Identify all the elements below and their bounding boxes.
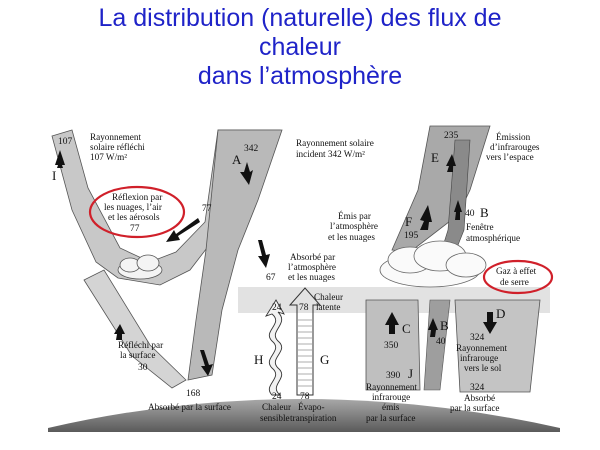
surface-emission-label-2: infrarouge	[372, 392, 410, 402]
arrow-342-down-icon	[240, 162, 253, 185]
arrow-b-up-icon	[428, 318, 438, 337]
emission-space-label-2: d’infrarouges	[490, 142, 540, 152]
absorbed-surface-label: Absorbé par la surface	[148, 402, 231, 412]
d-letter: D	[496, 306, 505, 321]
reflection-value: 77	[130, 224, 140, 234]
arrow-168-down-icon	[200, 350, 213, 376]
latent-heat-label-2: latente	[316, 302, 341, 312]
reflection-side-value: 77	[202, 204, 212, 214]
reflection-label-3: et les aérosols	[108, 212, 160, 222]
window-label-2: atmosphérique	[466, 233, 520, 243]
surface-emission-value: 390	[386, 371, 401, 381]
b-value: 40	[436, 337, 446, 347]
absorbed-ground-label-2: par la surface	[450, 403, 499, 413]
cloud-left-icon	[117, 254, 163, 280]
arrow-surface-up-icon	[114, 324, 125, 340]
sensible-heat-top-value: 24	[272, 303, 282, 313]
reflected-solar-label-3: 107 W/m²	[90, 152, 127, 162]
letter-a: A	[232, 152, 242, 167]
greenhouse-highlight-oval	[482, 259, 554, 295]
sensible-heat-arrow	[264, 299, 285, 396]
back-radiation-beam	[454, 299, 541, 393]
c-letter: C	[402, 321, 411, 336]
back-radiation-label-3: vers le sol	[464, 363, 502, 373]
emitted-atmosphere-label-3: et les nuages	[328, 232, 375, 242]
emitted-atmosphere-label-1: Émis par	[338, 211, 371, 221]
reflected-solar-label-2: solaire réfléchi	[90, 142, 145, 152]
c-value: 350	[384, 341, 399, 351]
emitted-atmosphere-value: 195	[404, 231, 419, 241]
reflection-highlight-oval	[88, 185, 186, 239]
flux-arrows	[55, 150, 497, 376]
emission-space-value: 235	[444, 131, 459, 141]
arrow-107-up-icon	[55, 150, 65, 168]
absorbed-atmosphere-value: 67	[266, 273, 276, 283]
emitted-atmosphere-label-2: l’atmosphère	[330, 221, 378, 231]
latent-heat-top-value: 78	[299, 303, 309, 313]
latent-heat-arrow	[288, 287, 322, 396]
surface-emission-label-4: par la surface	[366, 413, 415, 423]
latent-heat-letter: G	[320, 352, 329, 367]
emission-space-label-1: Émission	[496, 132, 531, 142]
emission-space-label-3: vers l’espace	[486, 152, 534, 162]
back-radiation-label-1: Rayonnement	[456, 343, 507, 353]
latent-heat-label-4: transpiration	[290, 413, 337, 423]
arrow-reflect-icon	[166, 218, 200, 242]
title-line-3: dans l’atmosphère	[197, 62, 403, 90]
surface-emission-beam	[365, 299, 421, 391]
surface-reflection-beam	[83, 269, 187, 389]
surface-emission-label-3: émis	[382, 402, 400, 412]
reflected-surface-value: 30	[138, 363, 148, 373]
back-radiation-value: 324	[470, 333, 485, 343]
earth-surface	[48, 399, 560, 432]
window-label-1: Fenêtre	[466, 222, 494, 232]
reflection-label-1: Réflexion par	[112, 192, 162, 202]
sensible-heat-letter: H	[254, 352, 263, 367]
reflected-surface-label-1: Réfléchi par	[118, 340, 163, 350]
greenhouse-label-1: Gaz à effet	[496, 266, 537, 276]
reflected-surface-label-2: la surface	[120, 350, 155, 360]
surface-emission-label-1: Rayonnement	[366, 382, 417, 392]
reflected-solar-label-1: Rayonnement	[90, 132, 141, 142]
window-value: 40	[465, 209, 475, 219]
b-letter: B	[440, 318, 449, 333]
absorbed-atmosphere-label-2: l’atmosphère	[288, 262, 336, 272]
absorbed-ground-value: 324	[470, 383, 485, 393]
window-letter: B	[480, 205, 489, 220]
arrow-195-up-icon	[420, 205, 432, 230]
sensible-heat-bottom-value: 24	[272, 392, 282, 402]
slide-title: La distribution (naturelle) des flux de …	[0, 4, 600, 91]
letter-f: F	[405, 214, 412, 229]
cloud-right-icon	[379, 240, 487, 288]
latent-heat-label-3: Évapo-	[298, 402, 325, 412]
arrow-67-down-icon	[258, 240, 270, 268]
sensible-heat-label-2: sensible	[260, 413, 290, 423]
incident-solar-label-2: incident 342 W/m²	[296, 149, 365, 159]
reflection-label-2: les nuages, l’air	[104, 202, 162, 212]
reflected-solar-value: 107	[58, 137, 73, 147]
title-line-2: chaleur	[259, 33, 341, 61]
title-line-1: La distribution (naturelle) des flux de	[98, 4, 502, 32]
absorbed-atmosphere-label-1: Absorbé par	[290, 252, 335, 262]
surface-emission-letter: J	[408, 366, 413, 381]
absorbed-surface-value: 168	[186, 389, 201, 399]
latent-heat-hatching	[298, 319, 312, 387]
letter-i: I	[52, 168, 56, 183]
sensible-heat-label-1: Chaleur	[262, 402, 291, 412]
arrow-d-down-icon	[483, 312, 497, 334]
latent-heat-bottom-value: 78	[300, 392, 310, 402]
letter-e: E	[431, 150, 439, 165]
latent-heat-label-1: Chaleur	[314, 292, 343, 302]
arrow-40-up-icon	[454, 200, 462, 220]
incident-solar-beam	[187, 129, 283, 381]
arrow-c-up-icon	[385, 312, 399, 334]
absorbed-ground-label-1: Absorbé	[464, 393, 495, 403]
incident-solar-label-1: Rayonnement solaire	[296, 138, 374, 148]
arrow-235-up-icon	[446, 154, 456, 172]
greenhouse-label-2: de serre	[500, 277, 529, 287]
absorbed-atmosphere-label-3: et les nuages	[288, 272, 335, 282]
back-radiation-label-2: infrarouge	[460, 353, 498, 363]
incident-solar-value: 342	[244, 144, 259, 154]
